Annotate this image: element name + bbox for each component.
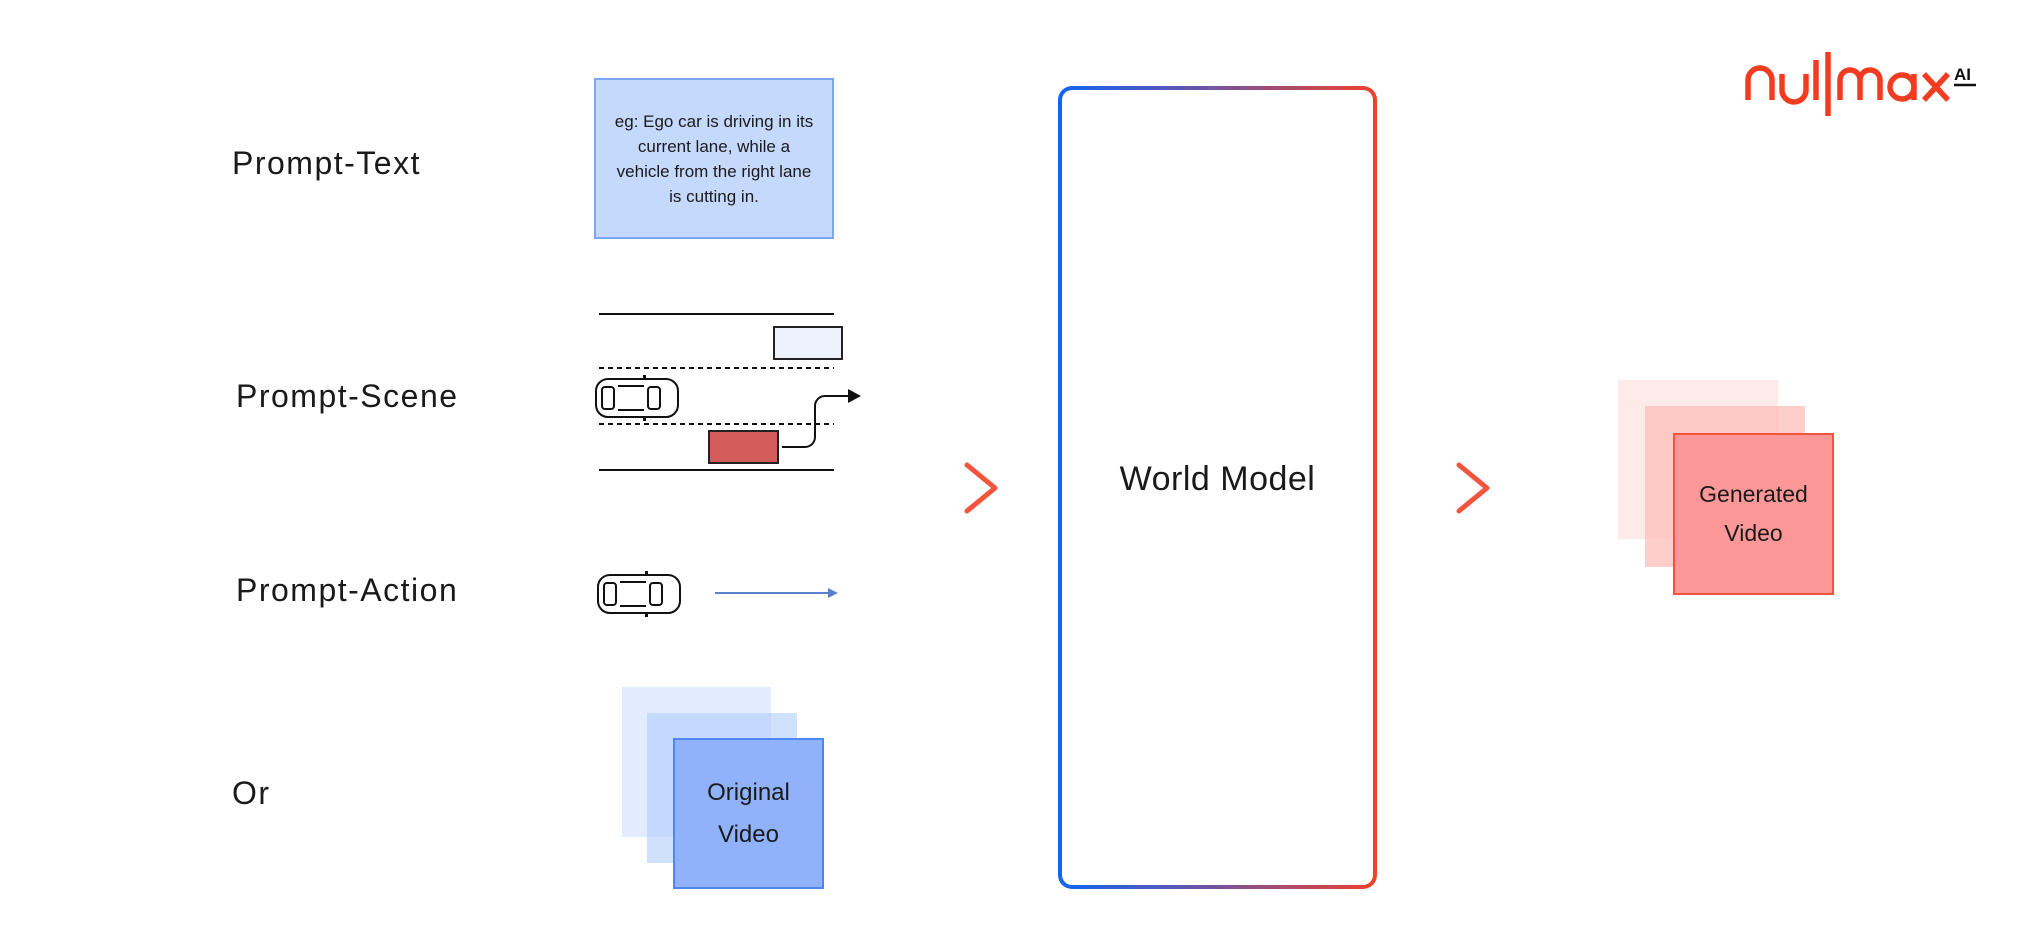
chevron-right-icon — [1456, 462, 1490, 514]
or-label: Or — [232, 775, 271, 811]
world-model-box: World Model — [1058, 86, 1377, 889]
prompt-text-example: eg: Ego car is driving in its current la… — [614, 111, 814, 206]
chevron-right-icon — [964, 462, 998, 514]
ego-car-icon — [595, 375, 679, 421]
original-video-line1: Original — [707, 778, 790, 806]
prompt-scene-label: Prompt-Scene — [236, 378, 459, 414]
lead-vehicle — [773, 326, 843, 360]
logo-graphic: AI — [1745, 52, 1976, 116]
cut-in-path-arrow — [782, 395, 848, 448]
original-video-frame: Original Video — [673, 738, 824, 889]
generated-video-line1: Generated — [1699, 481, 1808, 507]
nullmax-logo: AI — [1744, 50, 1979, 123]
prompt-text-label: Prompt-Text — [232, 145, 421, 181]
prompt-scene-diagram — [595, 313, 861, 471]
cut-in-vehicle — [708, 430, 779, 464]
original-video-line2: Video — [718, 820, 779, 848]
svg-text:AI: AI — [1954, 65, 1971, 84]
prompt-action-label: Prompt-Action — [236, 572, 459, 608]
generated-video-frame: Generated Video — [1673, 433, 1834, 595]
world-model-title: World Model — [1119, 460, 1316, 498]
ego-car-icon — [597, 571, 681, 617]
arrowhead — [848, 389, 861, 403]
prompt-text-box: eg: Ego car is driving in its current la… — [594, 78, 834, 239]
generated-video-line2: Video — [1724, 520, 1783, 546]
action-arrowhead — [828, 588, 838, 598]
prompt-action-diagram — [597, 571, 838, 617]
